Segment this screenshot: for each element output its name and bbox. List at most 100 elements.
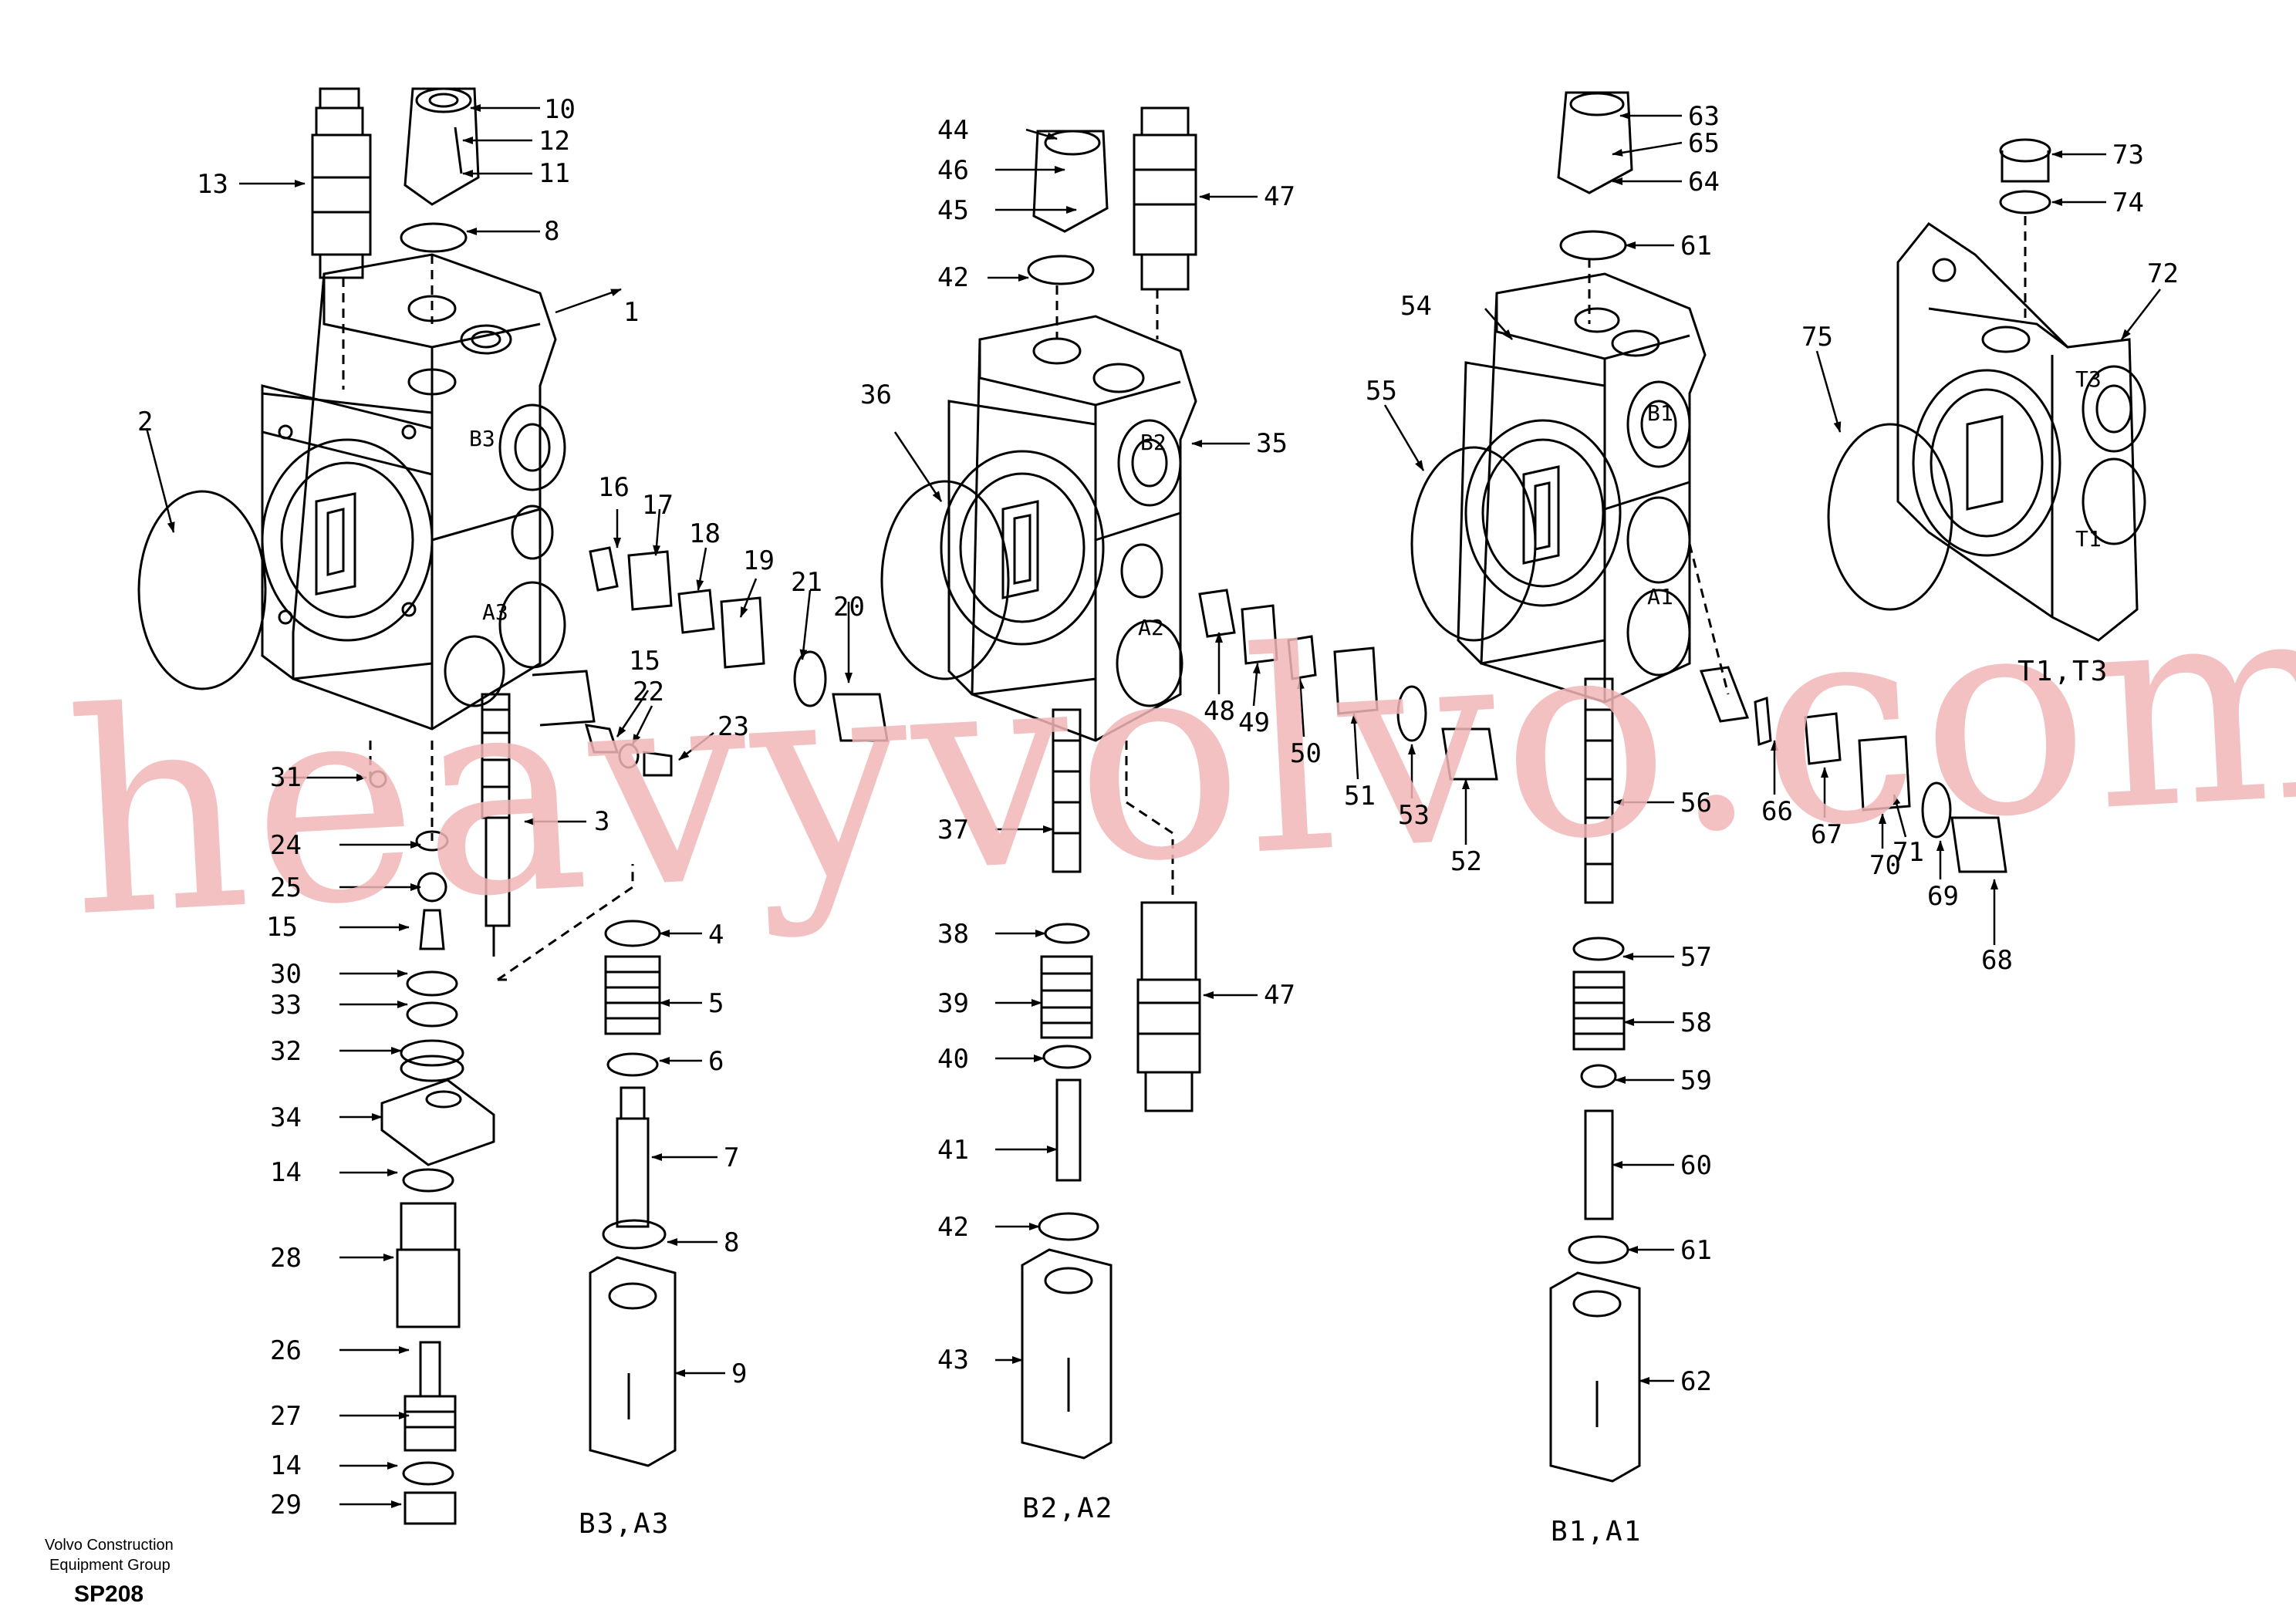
leader-arrows (145, 104, 2161, 1508)
part-callout[interactable]: 26 (270, 1335, 302, 1366)
company-name-line2: Equipment Group (49, 1557, 171, 1574)
part-callout[interactable]: 8 (544, 216, 560, 247)
part-callout[interactable]: 62 (1680, 1366, 1712, 1397)
section-caption-t1-t3: T1,T3 (2017, 656, 2109, 687)
part-callout[interactable]: 9 (731, 1358, 748, 1389)
part-callout[interactable]: 6 (708, 1046, 724, 1077)
part-callout[interactable]: 74 (2112, 187, 2144, 218)
port-label-a3: A3 (482, 599, 508, 625)
part-callout[interactable]: 44 (937, 115, 969, 146)
part-callout[interactable]: 17 (642, 490, 674, 521)
part-callout[interactable]: 67 (1811, 819, 1842, 850)
port-label-a2: A2 (1138, 615, 1164, 640)
port-label-a1: A1 (1647, 584, 1673, 609)
part-callout[interactable]: 11 (539, 158, 570, 189)
part-callout[interactable]: 15 (629, 646, 660, 677)
part-callout[interactable]: 58 (1680, 1007, 1712, 1038)
part-callout[interactable]: 29 (270, 1490, 302, 1520)
part-callout[interactable]: 61 (1680, 231, 1712, 262)
part-callout[interactable]: 52 (1450, 846, 1482, 877)
part-callout[interactable]: 55 (1366, 376, 1397, 407)
part-callout[interactable]: 7 (724, 1142, 740, 1173)
valve-section-b3-a3 (137, 87, 889, 1525)
part-callout[interactable]: 51 (1344, 781, 1376, 812)
part-callout[interactable]: 41 (937, 1135, 969, 1166)
part-callout[interactable]: 63 (1688, 101, 1720, 132)
part-callout[interactable]: 3 (594, 806, 610, 837)
part-callout[interactable]: 42 (937, 1212, 969, 1243)
part-callout[interactable]: 50 (1290, 738, 1322, 769)
part-callout[interactable]: 24 (270, 830, 302, 861)
part-callout[interactable]: 20 (833, 592, 865, 623)
part-callout[interactable]: 5 (708, 988, 724, 1019)
part-callout[interactable]: 22 (633, 677, 664, 707)
part-callout[interactable]: 19 (743, 545, 775, 576)
part-callout[interactable]: 45 (937, 195, 969, 226)
part-callout[interactable]: 46 (937, 155, 969, 186)
part-callout[interactable]: 72 (2147, 258, 2179, 289)
part-callout[interactable]: 32 (270, 1036, 302, 1067)
part-callout[interactable]: 35 (1256, 428, 1288, 459)
part-callout[interactable]: 49 (1238, 707, 1270, 738)
part-callout[interactable]: 59 (1680, 1065, 1712, 1096)
part-callout[interactable]: 18 (689, 518, 721, 549)
part-callout[interactable]: 4 (708, 920, 724, 950)
part-callout[interactable]: 40 (937, 1044, 969, 1075)
part-callout[interactable]: 16 (598, 472, 630, 503)
part-callout[interactable]: 53 (1398, 800, 1430, 831)
part-callout[interactable]: 28 (270, 1243, 302, 1274)
part-callout[interactable]: 8 (724, 1227, 740, 1258)
port-label-t3: T3 (2075, 366, 2102, 392)
part-callout[interactable]: 30 (270, 959, 302, 990)
port-label-t1: T1 (2075, 526, 2102, 552)
section-caption-b3-a3: B3,A3 (579, 1508, 670, 1540)
part-callout[interactable]: 65 (1688, 128, 1720, 159)
part-callout[interactable]: 37 (937, 815, 969, 845)
part-callout[interactable]: 54 (1400, 291, 1432, 322)
part-callout[interactable]: 42 (937, 262, 969, 293)
valve-section-b1-a1 (1410, 91, 2007, 1483)
part-callout[interactable]: 12 (539, 126, 570, 157)
part-callout[interactable]: 36 (860, 380, 892, 410)
part-callout[interactable]: 34 (270, 1102, 302, 1133)
part-callout[interactable]: 61 (1680, 1235, 1712, 1266)
part-callout[interactable]: 23 (718, 711, 749, 742)
part-callout[interactable]: 21 (791, 567, 822, 598)
end-cover-t1-t3 (1827, 138, 2146, 642)
part-callout[interactable]: 39 (937, 988, 969, 1019)
valve-section-b2-a2 (880, 106, 1498, 1460)
part-callout[interactable]: 75 (1801, 322, 1833, 353)
section-caption-b2-a2: B2,A2 (1022, 1493, 1114, 1524)
part-callout[interactable]: 15 (266, 912, 298, 943)
part-callout[interactable]: 68 (1981, 945, 2013, 976)
part-callout[interactable]: 60 (1680, 1150, 1712, 1181)
part-callout[interactable]: 57 (1680, 942, 1712, 973)
company-name-line1: Volvo Construction (45, 1537, 174, 1554)
part-callout[interactable]: 56 (1680, 788, 1712, 818)
part-callout[interactable]: 73 (2112, 140, 2144, 170)
part-callout[interactable]: 69 (1927, 881, 1959, 912)
part-callout[interactable]: 1 (623, 297, 640, 328)
section-caption-b1-a1: B1,A1 (1551, 1516, 1643, 1547)
part-callout[interactable]: 66 (1761, 796, 1793, 827)
sheet-code: SP208 (74, 1581, 144, 1607)
part-callout[interactable]: 38 (937, 919, 969, 950)
part-callout[interactable]: 14 (270, 1450, 302, 1481)
part-callout[interactable]: 33 (270, 990, 302, 1021)
part-callout[interactable]: 25 (270, 872, 302, 903)
part-callout[interactable]: 14 (270, 1157, 302, 1188)
part-callout[interactable]: 13 (197, 169, 228, 200)
part-callout[interactable]: 48 (1204, 696, 1235, 727)
part-callout[interactable]: 47 (1264, 181, 1295, 212)
part-callout[interactable]: 27 (270, 1401, 302, 1432)
part-callout[interactable]: 64 (1688, 167, 1720, 197)
part-callout[interactable]: 10 (544, 94, 576, 125)
part-callout[interactable]: 43 (937, 1345, 969, 1375)
part-callout[interactable]: 47 (1264, 980, 1295, 1011)
part-callout[interactable]: 70 (1869, 850, 1901, 881)
part-callout[interactable]: 2 (137, 407, 154, 437)
part-callout[interactable]: 31 (270, 762, 302, 793)
part-callout[interactable]: 71 (1893, 837, 1924, 868)
